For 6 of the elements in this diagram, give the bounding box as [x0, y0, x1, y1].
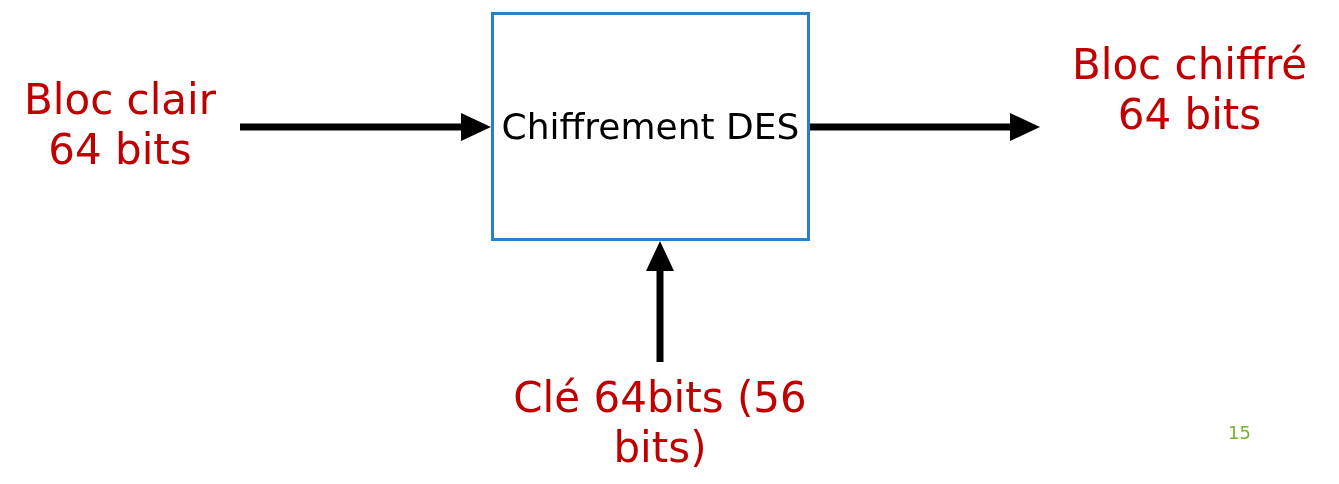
- page-number: 15: [1228, 422, 1251, 443]
- block-label: Bloc clair 64 bits: [23, 75, 217, 174]
- process-label: Chiffrement DES: [501, 106, 800, 147]
- block-label: Clé 64bits (56 bits): [513, 373, 807, 472]
- block-label: Bloc chiffré 64 bits: [1071, 40, 1308, 139]
- process-box: [491, 12, 810, 241]
